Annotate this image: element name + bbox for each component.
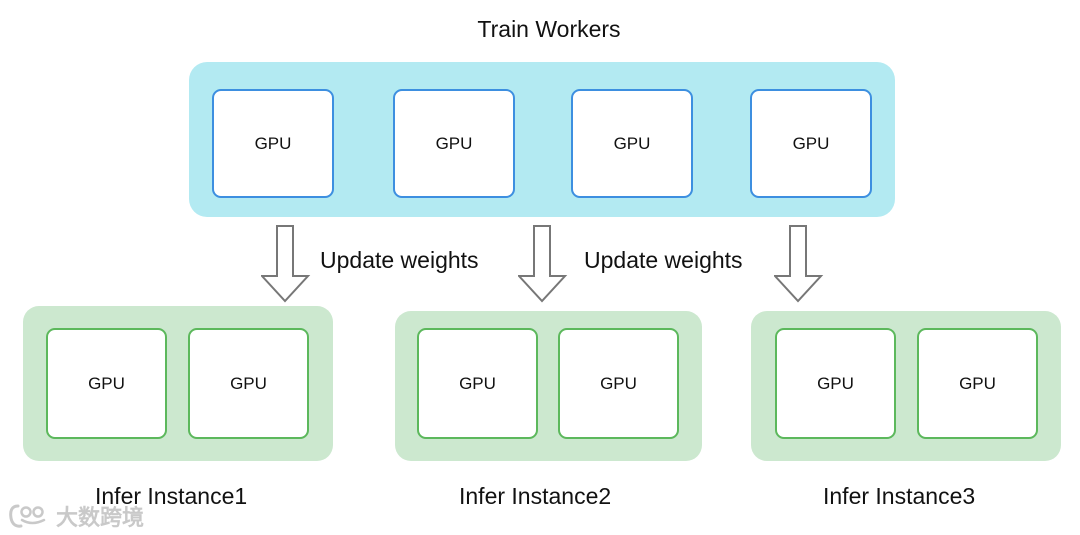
train-gpu-4: GPU <box>750 89 872 198</box>
infer-instance-2-label: Infer Instance2 <box>459 483 612 509</box>
infer-3-gpu-1: GPU <box>775 328 896 439</box>
update-weights-label-2: Update weights <box>584 247 743 273</box>
infer-instance-3-label: Infer Instance3 <box>823 483 976 509</box>
infer-1-gpu-1: GPU <box>46 328 167 439</box>
train-workers-title: Train Workers <box>477 16 621 42</box>
update-arrow-2 <box>518 225 568 303</box>
update-arrow-1 <box>261 225 311 303</box>
infer-3-gpu-2: GPU <box>917 328 1038 439</box>
watermark-logo-icon <box>9 504 46 528</box>
watermark: 大数跨境 <box>8 500 144 532</box>
infer-2-gpu-1: GPU <box>417 328 538 439</box>
train-gpu-2: GPU <box>393 89 515 198</box>
infer-instance-1-label: Infer Instance1 <box>95 483 248 509</box>
update-weights-label-1: Update weights <box>320 247 479 273</box>
infer-1-gpu-2: GPU <box>188 328 309 439</box>
train-gpu-3: GPU <box>571 89 693 198</box>
update-arrow-3 <box>774 225 824 303</box>
infer-2-gpu-2: GPU <box>558 328 679 439</box>
watermark-text: 大数跨境 <box>56 505 145 530</box>
train-gpu-1: GPU <box>212 89 334 198</box>
